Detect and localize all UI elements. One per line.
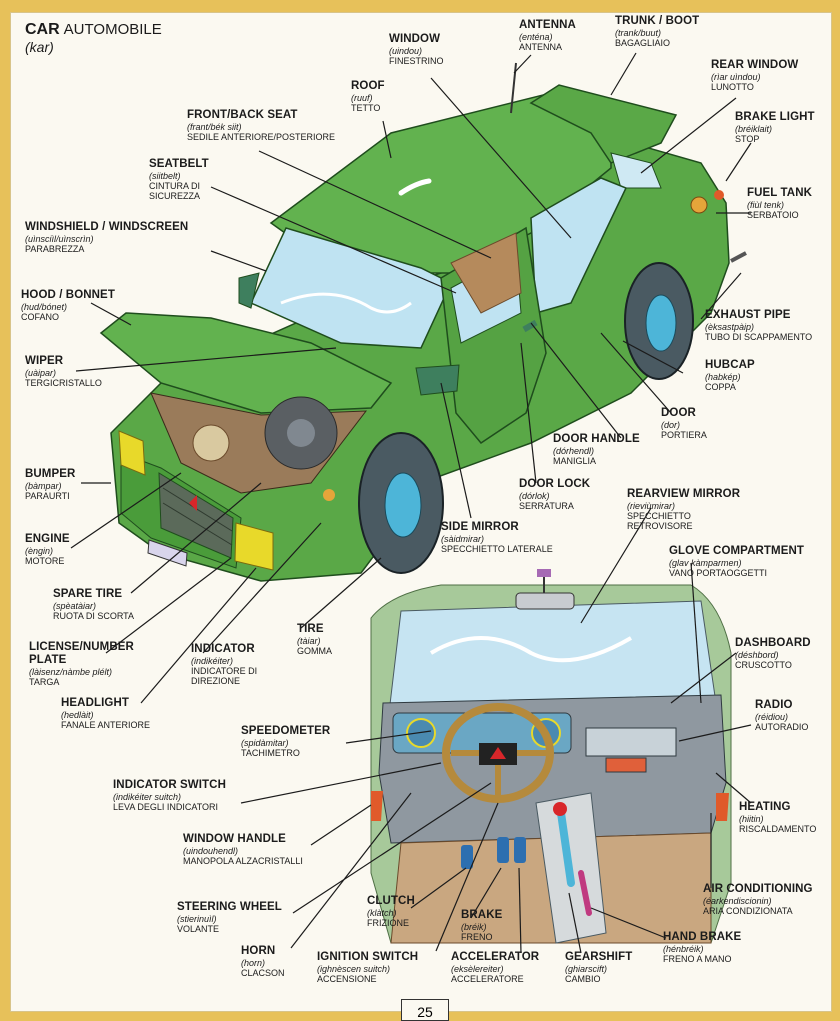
label-dashboard: DASHBOARD(déshbord)CRUSCOTTO xyxy=(735,637,811,670)
handbrake-drawing xyxy=(578,870,592,916)
label-air-conditioning: AIR CONDITIONING(éarkendiscionin)ARIA CO… xyxy=(703,883,813,916)
label-side-mirror: SIDE MIRROR(sàidmirar)SPECCHIETTO LATERA… xyxy=(441,521,553,554)
label-speedometer: SPEEDOMETER(spidàmitar)TACHIMETRO xyxy=(241,725,331,758)
label-window: WINDOW(uindou)FINESTRINO xyxy=(389,33,444,66)
label-hood: HOOD / BONNET(hud/bónet)COFANO xyxy=(21,289,115,322)
trunk-lid xyxy=(529,84,678,164)
label-window-handle: WINDOW HANDLE(uindouhendl)MANOPOLA ALZAC… xyxy=(183,833,303,866)
right-headlight xyxy=(234,522,274,571)
label-hand-brake: HAND BRAKE(hénbréik)FRENO A MANO xyxy=(663,931,742,964)
label-horn: HORN(horn)CLACSON xyxy=(241,945,285,978)
label-accelerator: ACCELERATOR(eksèlereiter)ACCELERATORE xyxy=(451,951,540,984)
side-mirror-drawing xyxy=(415,364,460,396)
label-brake-light: BRAKE LIGHT(bréiklait)STOP xyxy=(735,111,815,144)
header-pronunciation: (kar) xyxy=(25,39,54,55)
exhaust-drawing xyxy=(730,251,747,263)
pedal-brake xyxy=(497,837,509,863)
label-seat: FRONT/BACK SEAT(frant/bék siit)SEDILE AN… xyxy=(187,109,336,142)
pedal-clutch xyxy=(461,845,473,869)
front-wheel xyxy=(358,432,444,574)
rear-wheel xyxy=(624,262,694,380)
label-antenna: ANTENNA(enténa)ANTENNA xyxy=(519,19,576,52)
label-engine: ENGINE(èngin)MOTORE xyxy=(25,533,70,566)
rearview-mirror-drawing xyxy=(515,592,575,610)
label-exhaust: EXHAUST PIPE(èksastpàip)TUBO DI SCAPPAME… xyxy=(705,309,813,342)
label-door-handle: DOOR HANDLE(dórhendl)MANIGLIA xyxy=(553,433,640,466)
label-door-lock: DOOR LOCK(dórlok)SERRATURA xyxy=(519,478,591,511)
label-brake: BRAKE(bréik)FRENO xyxy=(461,909,503,942)
radio-drawing xyxy=(585,727,677,757)
label-gearshift: GEARSHIFT(ghiarscift)CAMBIO xyxy=(565,951,633,984)
label-indicator-switch: INDICATOR SWITCH(indikéiter suitch)LEVA … xyxy=(113,779,226,812)
label-fuel-tank: FUEL TANK(fiùl tenk)SERBATOIO xyxy=(747,187,812,220)
label-tire: TIRE(tàiar)GOMMA xyxy=(297,623,332,656)
label-clutch: CLUTCH(klàtch)FRIZIONE xyxy=(367,895,415,928)
window-handle-drawing xyxy=(371,791,383,821)
steering-wheel-drawing xyxy=(442,703,554,803)
left-headlight xyxy=(118,430,146,476)
label-radio: RADIO(réidiou)AUTORADIO xyxy=(755,699,809,732)
label-windshield: WINDSHIELD / WINDSCREEN(uìnsciìl/uìnscrì… xyxy=(25,221,189,254)
label-ignition-switch: IGNITION SWITCH(ighnèscen suitch)ACCENSI… xyxy=(317,951,419,984)
open-hood xyxy=(99,312,393,414)
license-plate-drawing xyxy=(147,539,188,567)
gearshift-drawing xyxy=(557,809,575,887)
label-glove-compartment: GLOVE COMPARTMENT(glav kàmparmen)VANO PO… xyxy=(669,545,805,578)
car-exterior xyxy=(99,62,747,582)
label-steering-wheel: STEERING WHEEL(stierinuìl)VOLANTE xyxy=(177,901,282,934)
label-wiper: WIPER(uàipar)TERGICRISTALLO xyxy=(25,355,102,388)
car-illustration xyxy=(70,52,752,954)
leader-lines xyxy=(70,52,752,954)
pedal-accelerator xyxy=(514,837,526,863)
label-rear-window: REAR WINDOW(rìar uìndou)LUNOTTO xyxy=(711,59,799,92)
label-door: DOOR(dor)PORTIERA xyxy=(661,407,707,440)
label-trunk: TRUNK / BOOT(trank/buut)BAGAGLIAIO xyxy=(615,15,700,48)
rear-window xyxy=(610,152,662,189)
label-roof: ROOF(ruuf)TETTO xyxy=(351,80,385,113)
page-number: 25 xyxy=(401,999,449,1021)
car-seat xyxy=(450,232,522,314)
label-bumper: BUMPER(bàmpar)PARAURTI xyxy=(25,468,76,501)
header-title: CAR xyxy=(25,21,60,38)
label-headlight: HEADLIGHT(hedlàit)FANALE ANTERIORE xyxy=(61,697,151,730)
header-subtitle: AUTOMOBILE xyxy=(63,21,162,38)
label-spare-tire: SPARE TIRE(spèatàiar)RUOTA DI SCORTA xyxy=(53,588,135,621)
label-hubcap: HUBCAP(habkép)COPPA xyxy=(705,359,755,392)
car-interior xyxy=(370,569,732,944)
label-heating: HEATING(hiitin)RISCALDAMENTO xyxy=(739,801,817,834)
